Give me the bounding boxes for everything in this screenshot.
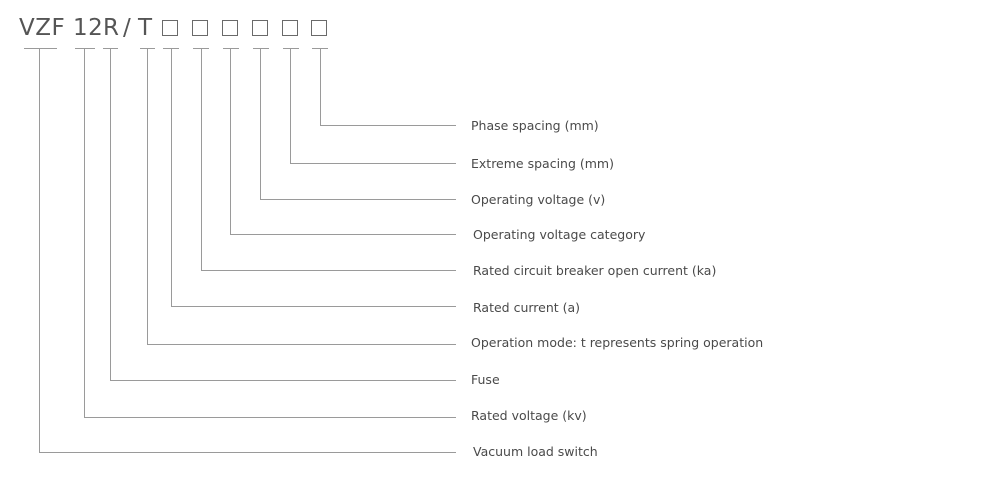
- code-mode: T: [138, 15, 153, 41]
- code-placeholder-box: [282, 20, 298, 36]
- tick-prefix: [24, 48, 57, 49]
- tick-box-4: [253, 48, 269, 49]
- leader-horizontal-rated-current: [171, 306, 456, 307]
- code-fuse: R: [103, 15, 120, 41]
- leader-horizontal-vacuum-load-switch: [39, 452, 456, 453]
- label-phase-spacing: Phase spacing (mm): [471, 118, 599, 133]
- label-operating-voltage: Operating voltage (v): [471, 192, 606, 207]
- code-placeholder-box: [162, 20, 178, 36]
- leader-horizontal-operating-voltage-category: [230, 234, 456, 235]
- tick-voltage: [75, 48, 95, 49]
- label-breaker-open-current: Rated circuit breaker open current (ka): [473, 263, 717, 278]
- label-rated-current: Rated current (a): [473, 300, 581, 315]
- leader-vertical-vacuum-load-switch: [39, 48, 40, 452]
- leader-vertical-operating-voltage-category: [230, 48, 231, 234]
- leader-vertical-fuse: [110, 48, 111, 380]
- label-fuse: Fuse: [471, 372, 500, 387]
- tick-box-5: [283, 48, 299, 49]
- label-extreme-spacing: Extreme spacing (mm): [471, 156, 614, 171]
- leader-horizontal-phase-spacing: [320, 125, 456, 126]
- leader-vertical-operation-mode: [147, 48, 148, 344]
- code-voltage: 12: [73, 15, 104, 41]
- leader-horizontal-extreme-spacing: [290, 163, 456, 164]
- leader-vertical-rated-voltage: [84, 48, 85, 417]
- leader-vertical-rated-current: [171, 48, 172, 306]
- leader-horizontal-rated-voltage: [84, 417, 456, 418]
- code-placeholder-box: [311, 20, 327, 36]
- tick-box-3: [223, 48, 239, 49]
- leader-vertical-breaker-open-current: [201, 48, 202, 270]
- leader-horizontal-breaker-open-current: [201, 270, 456, 271]
- code-prefix: VZF: [19, 15, 66, 41]
- leader-vertical-operating-voltage: [260, 48, 261, 199]
- code-placeholder-box: [222, 20, 238, 36]
- label-operation-mode: Operation mode: t represents spring oper…: [471, 335, 764, 350]
- leader-horizontal-operation-mode: [147, 344, 456, 345]
- leader-horizontal-fuse: [110, 380, 456, 381]
- code-separator: /: [123, 15, 132, 41]
- label-rated-voltage: Rated voltage (kv): [471, 408, 587, 423]
- code-placeholder-box: [252, 20, 268, 36]
- leader-vertical-phase-spacing: [320, 48, 321, 125]
- label-vacuum-load-switch: Vacuum load switch: [473, 444, 598, 459]
- leader-vertical-extreme-spacing: [290, 48, 291, 163]
- label-operating-voltage-category: Operating voltage category: [473, 227, 646, 242]
- code-placeholder-box: [192, 20, 208, 36]
- leader-horizontal-operating-voltage: [260, 199, 456, 200]
